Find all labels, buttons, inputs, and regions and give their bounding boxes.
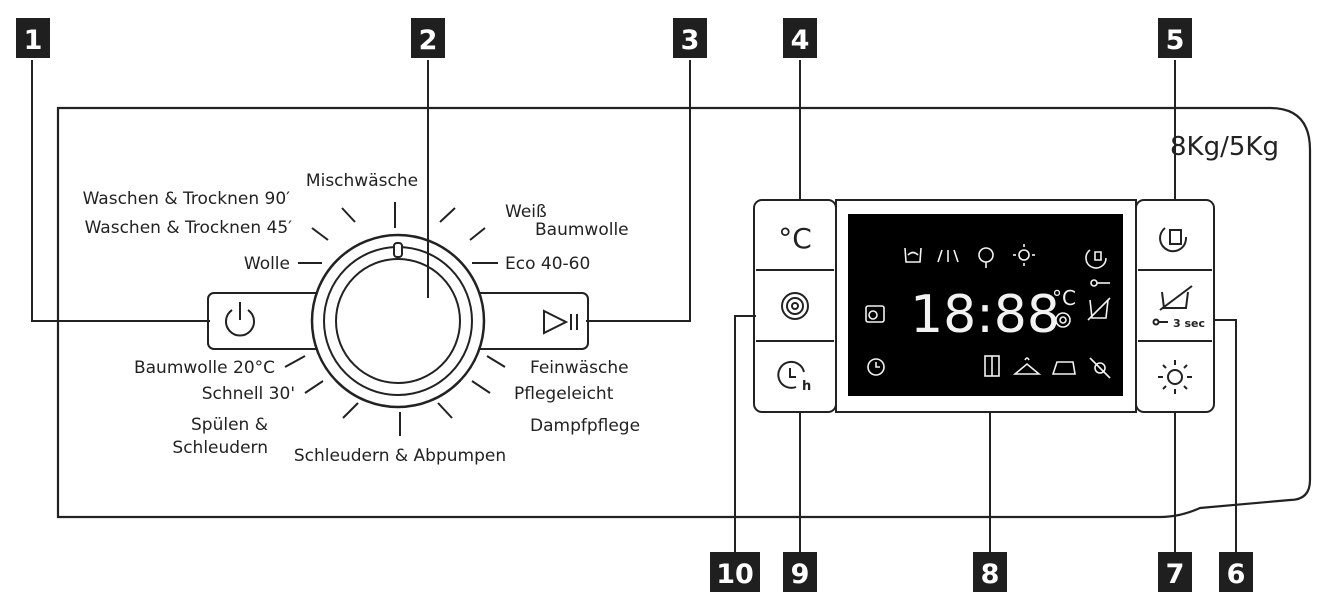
lcd-display: 18:88 °C <box>835 199 1137 413</box>
child-lock-hint: 3 sec <box>1173 317 1205 330</box>
anti-crease-icon <box>1159 227 1188 253</box>
callout-6: 6 <box>1219 552 1253 592</box>
capacity-label: 8Kg/5Kg <box>1170 132 1279 162</box>
svg-text:7: 7 <box>1166 559 1185 590</box>
program-label-wolle: Wolle <box>244 254 290 274</box>
delay-timer-button[interactable]: h <box>756 343 834 410</box>
program-label-waschen-trocknen-90: Waschen & Trocknen 90′ <box>83 189 291 209</box>
svg-text:3: 3 <box>681 25 700 56</box>
drying-button[interactable] <box>1138 343 1212 410</box>
lcd-cupboard-icon <box>984 355 1000 377</box>
power-icon <box>225 302 255 337</box>
child-lock-icon <box>1152 285 1193 326</box>
dial-tick-lines <box>284 202 506 436</box>
program-label-schleudern-abpumpen: Schleudern & Abpumpen <box>294 446 506 466</box>
program-label-spuelen: Spülen & <box>191 415 268 435</box>
svg-text:6: 6 <box>1227 559 1246 590</box>
lcd-spin-icon <box>1055 312 1071 328</box>
svg-text:9: 9 <box>791 559 810 590</box>
callout-1: 1 <box>16 18 50 58</box>
callout-7: 7 <box>1158 552 1192 592</box>
callout-10: 10 <box>710 552 760 592</box>
dial-pointer <box>393 242 403 258</box>
power-button[interactable] <box>210 295 270 347</box>
temperature-icon: °C <box>778 222 812 255</box>
callout-5: 5 <box>1158 18 1192 58</box>
lcd-hanger-icon <box>1012 357 1042 375</box>
lcd-temp-unit: °C <box>1052 286 1076 310</box>
program-label-dampfpflege: Dampfpflege <box>530 416 640 436</box>
callout-leader-lines <box>31 60 1237 552</box>
program-label-schnell-30: Schnell 30' <box>202 384 295 404</box>
start-pause-button[interactable] <box>528 295 586 347</box>
anti-crease-button[interactable] <box>1138 202 1212 268</box>
callout-2: 2 <box>411 18 445 58</box>
program-label-baumwolle: Baumwolle <box>535 220 629 240</box>
temperature-button[interactable]: °C <box>756 202 834 268</box>
svg-text:10: 10 <box>716 559 754 590</box>
lcd-dry-icon <box>1013 244 1035 266</box>
callout-4: 4 <box>783 18 817 58</box>
svg-text:2: 2 <box>419 25 438 56</box>
callout-8: 8 <box>973 552 1007 592</box>
lcd-delay-icon <box>867 358 885 376</box>
spin-button[interactable] <box>756 272 834 339</box>
lcd-prewash-icon <box>904 247 922 263</box>
callout-9: 9 <box>783 552 817 592</box>
program-label-feinwaesche: Feinwäsche <box>530 358 629 378</box>
lcd-iron-icon <box>1051 361 1076 375</box>
program-label-eco-40-60: Eco 40-60 <box>505 254 590 274</box>
delay-timer-icon: h <box>777 360 811 394</box>
program-dial[interactable] <box>310 233 486 409</box>
start-pause-icon <box>543 309 578 335</box>
lcd-no-dry-icon <box>1089 357 1111 379</box>
lcd-rinse-icon <box>937 249 959 263</box>
svg-text:1: 1 <box>24 25 43 56</box>
svg-text:4: 4 <box>791 25 810 56</box>
program-label-mischwaesche: Mischwäsche <box>306 171 418 191</box>
lcd-steam-icon <box>978 247 994 268</box>
svg-text:h: h <box>802 379 811 394</box>
lcd-drum-icon <box>865 305 885 323</box>
lcd-key-icon <box>1090 279 1110 287</box>
program-label-pflegeleicht: Pflegeleicht <box>514 384 614 404</box>
callout-3: 3 <box>673 18 707 58</box>
program-label-schleudern: Schleudern <box>172 438 268 458</box>
lcd-anti-crease-icon <box>1085 249 1107 269</box>
svg-text:5: 5 <box>1166 25 1185 56</box>
lcd-child-lock-icon <box>1087 297 1111 321</box>
lcd-time-readout: 18:88 <box>910 285 1060 345</box>
svg-text:8: 8 <box>981 559 1000 590</box>
spin-icon <box>781 292 809 320</box>
child-lock-button[interactable]: 3 sec <box>1138 272 1212 339</box>
drying-icon <box>1158 360 1192 394</box>
program-label-waschen-trocknen-45: Waschen & Trocknen 45′ <box>85 218 293 238</box>
program-label-baumwolle-20: Baumwolle 20°C <box>134 358 275 378</box>
program-label-weiss: Weiß <box>505 202 547 222</box>
